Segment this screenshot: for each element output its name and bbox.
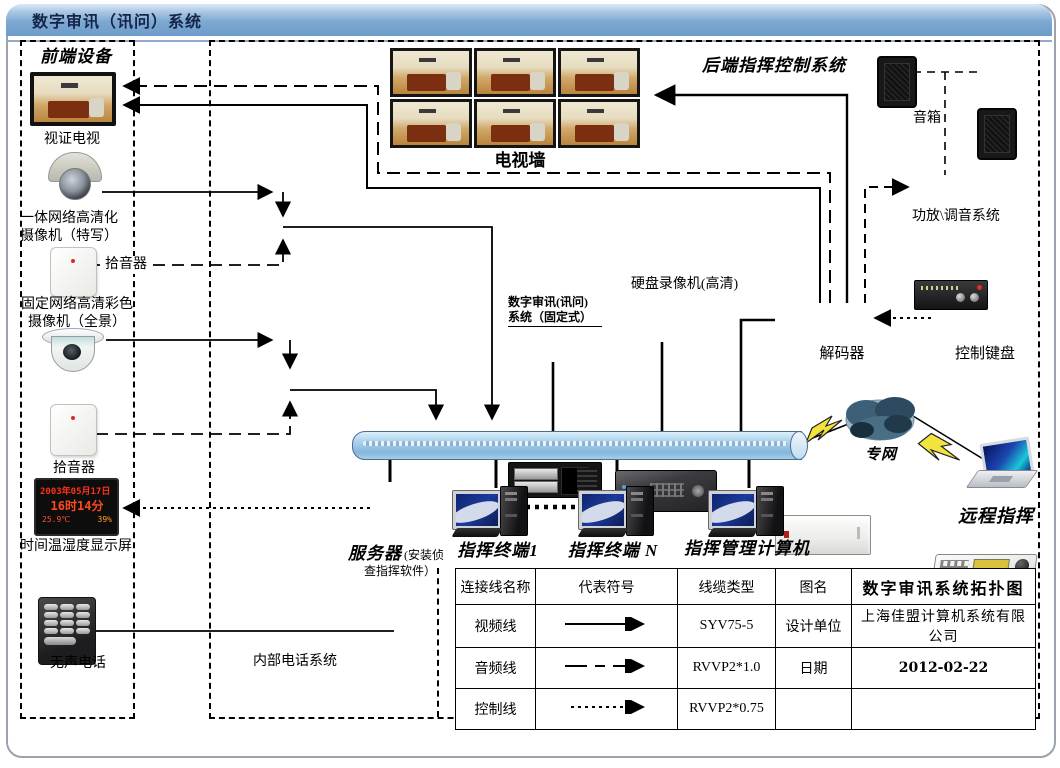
command-terminal-n [577, 486, 680, 546]
dvr-label: 硬盘录像机(高清) [630, 277, 739, 292]
title-bar: 数字审讯（讯问）系统 [6, 4, 1052, 36]
amplifier [914, 280, 988, 310]
clock-temp: 25.9℃ [42, 515, 71, 524]
silent-phone-label: 无声电话 [50, 656, 106, 671]
back-panel-title: 后端指挥控制系统 [702, 56, 846, 75]
decoder-label: 解码器 [819, 346, 865, 362]
decoder [775, 515, 871, 555]
cable-type-video: SYV75-5 [677, 604, 776, 648]
mgmt-computer-label: 指挥管理计算机 [684, 539, 810, 558]
tv-wall [390, 48, 640, 148]
command-mgmt-computer [707, 486, 810, 546]
evidence-tv-label: 视证电视 [44, 132, 100, 147]
control-keyboard-label: 控制键盘 [954, 346, 1015, 362]
clock-humidity: 39% [97, 515, 112, 524]
speaker-left [877, 56, 917, 108]
network-bus [352, 431, 808, 460]
fig-label: 图名 [775, 568, 852, 605]
terminal1-label: 指挥终端1 [457, 541, 539, 560]
remote-label: 远程指挥 [958, 506, 1034, 526]
empty-cell [851, 688, 1036, 730]
clock-time: 16时14分 [50, 499, 104, 513]
internal-phone-label: 内部电话系统 [253, 654, 337, 669]
legend-symbol-dotted [535, 688, 678, 730]
fig-value: 数字审讯系统拓扑图 [851, 568, 1036, 605]
legend-header-name: 连接线名称 [455, 568, 536, 605]
designer-label: 设计单位 [775, 604, 852, 648]
legend-header-symbol: 代表符号 [535, 568, 678, 605]
legend-header-cable: 线缆类型 [677, 568, 776, 605]
terminalN-label: 指挥终端 N [567, 541, 659, 560]
designer-value: 上海佳盟计算机系统有限公司 [851, 604, 1036, 648]
legend-row-video: 视频线 [455, 604, 536, 648]
legend-row-control: 控制线 [455, 688, 536, 730]
server-label: 服务器 [348, 544, 402, 563]
evidence-tv [30, 72, 116, 126]
clock-label: 时间温湿度显示屏 [20, 539, 132, 554]
legend-symbol-solid [535, 604, 678, 648]
pickup2-label: 拾音器 [53, 461, 95, 476]
time-temp-humidity-display: 2003年05月17日 16时14分 25.9℃ 39% [34, 478, 119, 536]
pickup1-label: 拾音器 [100, 256, 152, 274]
remote-laptop [965, 436, 1039, 490]
camera2-label: 固定网络高清彩色 摄像机（全景） [21, 297, 133, 330]
pickup-microphone-1 [50, 247, 97, 297]
server-note-2: 查指挥软件） [363, 564, 436, 578]
front-devices-box [20, 40, 135, 719]
dome-camera-panorama [42, 328, 104, 374]
legend-symbol-dashed [535, 647, 678, 689]
host-label: 数字审讯(讯问) 系统（固定式） [508, 295, 602, 327]
cable-type-audio: RVVP2*1.0 [677, 647, 776, 689]
legend-row-audio: 音频线 [455, 647, 536, 689]
date-value: 2012-02-22 [851, 647, 1036, 689]
empty-cell [775, 688, 852, 730]
camera1-label: 一体网络高清化 摄像机（特写） [20, 211, 118, 244]
front-panel-title: 前端设备 [40, 47, 112, 66]
cable-type-control: RVVP2*0.75 [677, 688, 776, 730]
tv-wall-label: 电视墙 [494, 151, 546, 170]
amplifier-label: 功放\调音系统 [912, 209, 1000, 224]
pickup-microphone-2 [50, 404, 97, 456]
server-note-1: (安装侦 [404, 548, 444, 562]
network-label: 专网 [864, 447, 897, 463]
clock-date: 2003年05月17日 [40, 487, 111, 497]
speaker-right [977, 108, 1017, 160]
dome-camera-closeup [48, 152, 102, 200]
speakers-label: 音箱 [913, 111, 941, 126]
legend-table: 连接线名称 代表符号 线缆类型 图名 数字审讯系统拓扑图 视频线 SYV75-5… [455, 568, 1036, 730]
date-label: 日期 [775, 647, 852, 689]
page-title: 数字审讯（讯问）系统 [32, 14, 203, 31]
command-terminal-1 [451, 486, 554, 546]
back-box-table-notch [437, 568, 439, 717]
